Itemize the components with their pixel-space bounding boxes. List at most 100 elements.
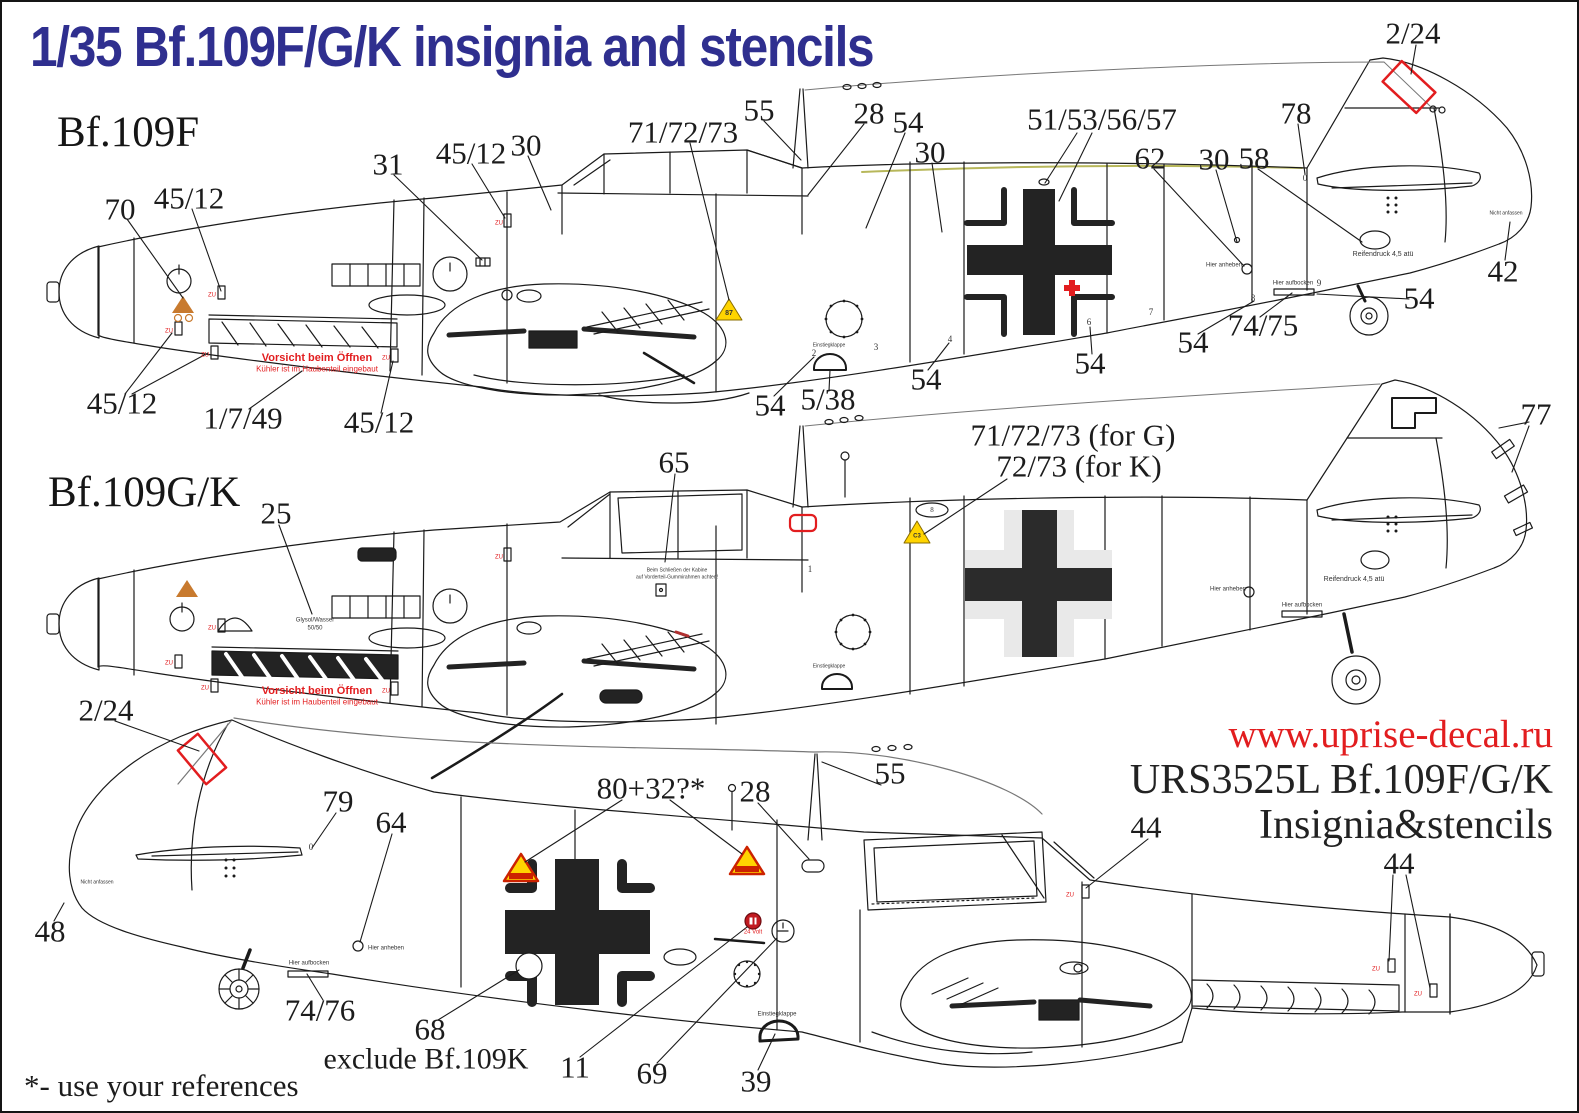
stencil-text: ZU	[208, 625, 216, 632]
stencil-text: ZU	[201, 352, 209, 359]
callout-label: 11	[560, 1049, 590, 1085]
stencil-text: Hier aufbocken	[1272, 280, 1314, 287]
callout-label: 45/12	[153, 180, 225, 216]
callout-label: 54	[1177, 324, 1209, 360]
callout-label: 54	[910, 361, 942, 397]
stencil-text: auf Vorderteil-Gummirahmen achten!	[636, 574, 718, 581]
stencil-text: ZU	[201, 685, 209, 692]
stencil-text: 6	[1086, 317, 1092, 328]
callout-label: 51/53/56/57	[1027, 101, 1177, 137]
stencil-text: Vorsicht beim Öffnen	[261, 351, 373, 364]
stencil-text: 87	[725, 310, 733, 318]
stencil-text: ZU	[165, 328, 173, 335]
fuel-filler-circle	[515, 952, 543, 980]
stencil-text: Kühler ist im Haubenteil eingebaut	[256, 364, 378, 374]
stencil-text: 4	[947, 334, 953, 345]
callout-label: 69	[636, 1055, 668, 1091]
stencil-text: Glysol/Wasser	[295, 617, 335, 624]
callout-label: exclude Bf.109K	[323, 1042, 529, 1076]
stencil-text: 50/50	[307, 625, 323, 632]
footnote: *- use your references	[24, 1068, 299, 1103]
bf109gk-drawing	[46, 379, 1534, 780]
callout-label: 55	[874, 755, 906, 791]
callout-label: 39	[740, 1063, 772, 1099]
callout-label: 71/72/73	[627, 114, 739, 150]
callout-label: 58	[1238, 140, 1270, 176]
callout-label: 5/38	[800, 381, 856, 417]
stencil-text: 1	[807, 564, 813, 575]
callout-label: 45/12	[86, 385, 158, 421]
callout-label: 79	[322, 783, 354, 819]
callout-label: 42	[1487, 253, 1519, 289]
stencil-text: C3	[913, 533, 921, 540]
callout-label: 54	[892, 104, 924, 140]
callout-label: 65	[658, 444, 690, 480]
callout-label: 54	[1074, 345, 1106, 381]
stencil-text: ZU	[1414, 991, 1422, 998]
section-label-bf109f: Bf.109F	[57, 109, 200, 156]
stencil-text: Hier aufbocken	[1281, 602, 1323, 609]
fuel-triangle-icons	[172, 296, 198, 597]
leader-lines	[53, 44, 1530, 1071]
page-title: 1/35 Bf.109F/G/K insignia and stencils	[30, 15, 875, 79]
callout-label: 2/24	[78, 692, 134, 728]
callout-label: 62	[1134, 140, 1166, 176]
product-code: URS3525L Bf.109F/G/K	[1129, 757, 1553, 803]
callout-label: 74/75	[1227, 307, 1299, 343]
stencil-text: 7	[1148, 307, 1154, 318]
callout-label: 45/12	[435, 135, 507, 171]
stencil-text: Hier anheben	[1209, 586, 1247, 593]
callout-label: 30	[510, 127, 542, 163]
stencil-text: Hier aufbocken	[288, 960, 330, 967]
stencil-text: 9	[1316, 278, 1322, 289]
zu-latch-icons	[174, 547, 512, 696]
balkenkreuz-bf109gk	[965, 510, 1112, 657]
callout-label: 80+32?*	[596, 770, 706, 806]
stencil-text: ZU	[495, 220, 503, 227]
callout-label: 72/73 (for K)	[996, 448, 1162, 484]
callout-label: 30	[914, 134, 946, 170]
stencil-text: ZU	[1372, 966, 1380, 973]
stencil-text: Kühler ist im Haubenteil eingebaut	[256, 697, 378, 707]
stencil-text: Einstiegklappe	[757, 1011, 797, 1018]
red-diamond-markers	[176, 59, 1437, 786]
stencil-text: Hier anheben	[1205, 262, 1243, 269]
bf109-rear-fuselage-drawing	[68, 717, 1545, 1068]
stencil-text: 8	[1250, 293, 1256, 304]
stencil-text: 0	[1302, 173, 1308, 184]
stencil-text: Nicht anfassen	[1489, 210, 1523, 217]
volt-socket-icon	[744, 912, 762, 930]
callout-label: 28	[853, 95, 885, 131]
stencil-text: Reifendruck 4,5 atü	[1352, 251, 1414, 259]
stencil-text: 24 Volt	[743, 929, 763, 936]
bf109f-drawing	[46, 57, 1533, 404]
stencil-text: Einstiegklappe	[812, 663, 846, 670]
callout-label: 77	[1520, 396, 1552, 432]
callout-label: 28	[739, 773, 771, 809]
balkenkreuz-bf109f	[964, 187, 1115, 337]
callout-label: 64	[375, 804, 407, 840]
stencil-text: ZU	[208, 292, 216, 299]
warning-triangle-87	[715, 298, 743, 321]
callout-label: 1/7/49	[203, 400, 283, 436]
stencil-text: Einstiegklappe	[812, 342, 846, 349]
callout-label: 74/76	[284, 992, 356, 1028]
warning-triangle-c3	[903, 520, 931, 544]
callout-label: 68	[414, 1011, 446, 1047]
callout-label: 71/72/73 (for G)	[970, 417, 1176, 453]
brand-website: www.uprise-decal.ru	[1228, 713, 1553, 756]
stencil-text: ZU	[165, 660, 173, 667]
stencil-text: 8	[930, 506, 934, 515]
stencil-text: Nicht anfassen	[80, 879, 114, 886]
stencil-text: Vorsicht beim Öffnen	[261, 684, 373, 697]
zu-latch-icons	[1081, 884, 1438, 998]
callout-label: 54	[754, 387, 786, 423]
callout-label: 31	[372, 146, 404, 182]
stencil-text: ZU	[1066, 892, 1074, 899]
callout-label: 44	[1130, 809, 1162, 845]
callout-label: 54	[1403, 280, 1435, 316]
callout-label: 2/24	[1385, 15, 1441, 51]
stencil-text: ZU	[382, 355, 390, 362]
